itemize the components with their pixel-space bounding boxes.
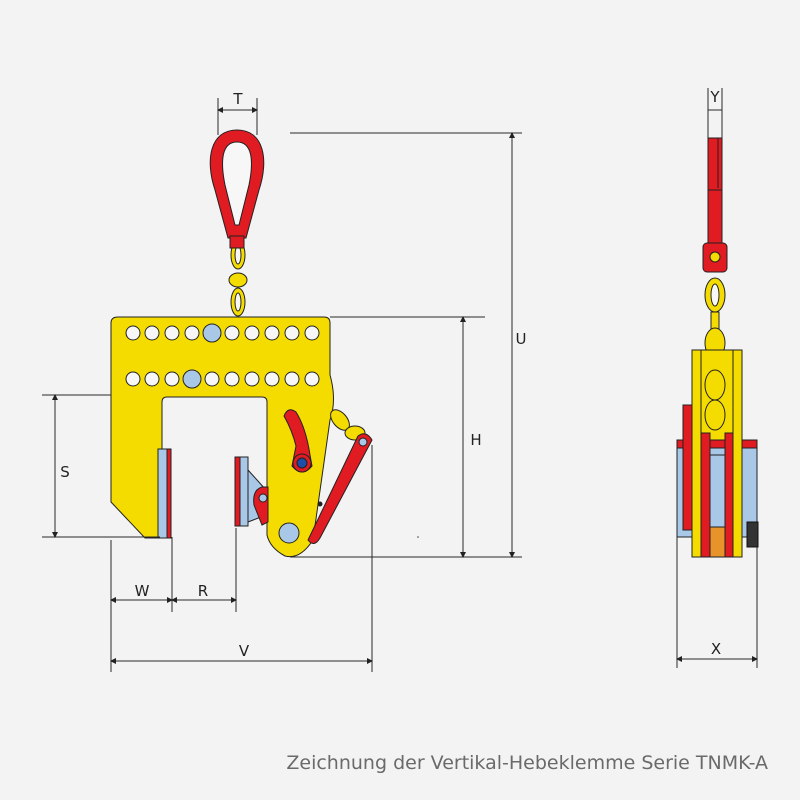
shackle	[209, 129, 265, 249]
dim-label-y: Y	[709, 88, 720, 106]
pivot-pin	[278, 522, 300, 544]
dim-label-x: X	[711, 640, 721, 658]
dim-label-h: H	[470, 431, 481, 449]
dim-label-v: V	[239, 642, 250, 660]
front-view	[110, 129, 373, 558]
left-pad	[157, 448, 168, 539]
chain	[228, 240, 248, 317]
dimensions: T U H S W R V X Y	[42, 88, 758, 672]
dim-label-r: R	[198, 582, 208, 600]
right-pad	[234, 456, 241, 527]
dim-label-w: W	[135, 582, 150, 600]
dim-label-s: S	[60, 463, 70, 481]
side-view	[676, 137, 759, 558]
drawing-caption: Zeichnung der Vertikal-Hebeklemme Serie …	[286, 752, 768, 774]
dim-label-u: U	[516, 330, 527, 348]
link-arm	[307, 433, 373, 544]
dim-label-t: T	[232, 90, 243, 108]
adjustment-holes	[125, 323, 320, 389]
